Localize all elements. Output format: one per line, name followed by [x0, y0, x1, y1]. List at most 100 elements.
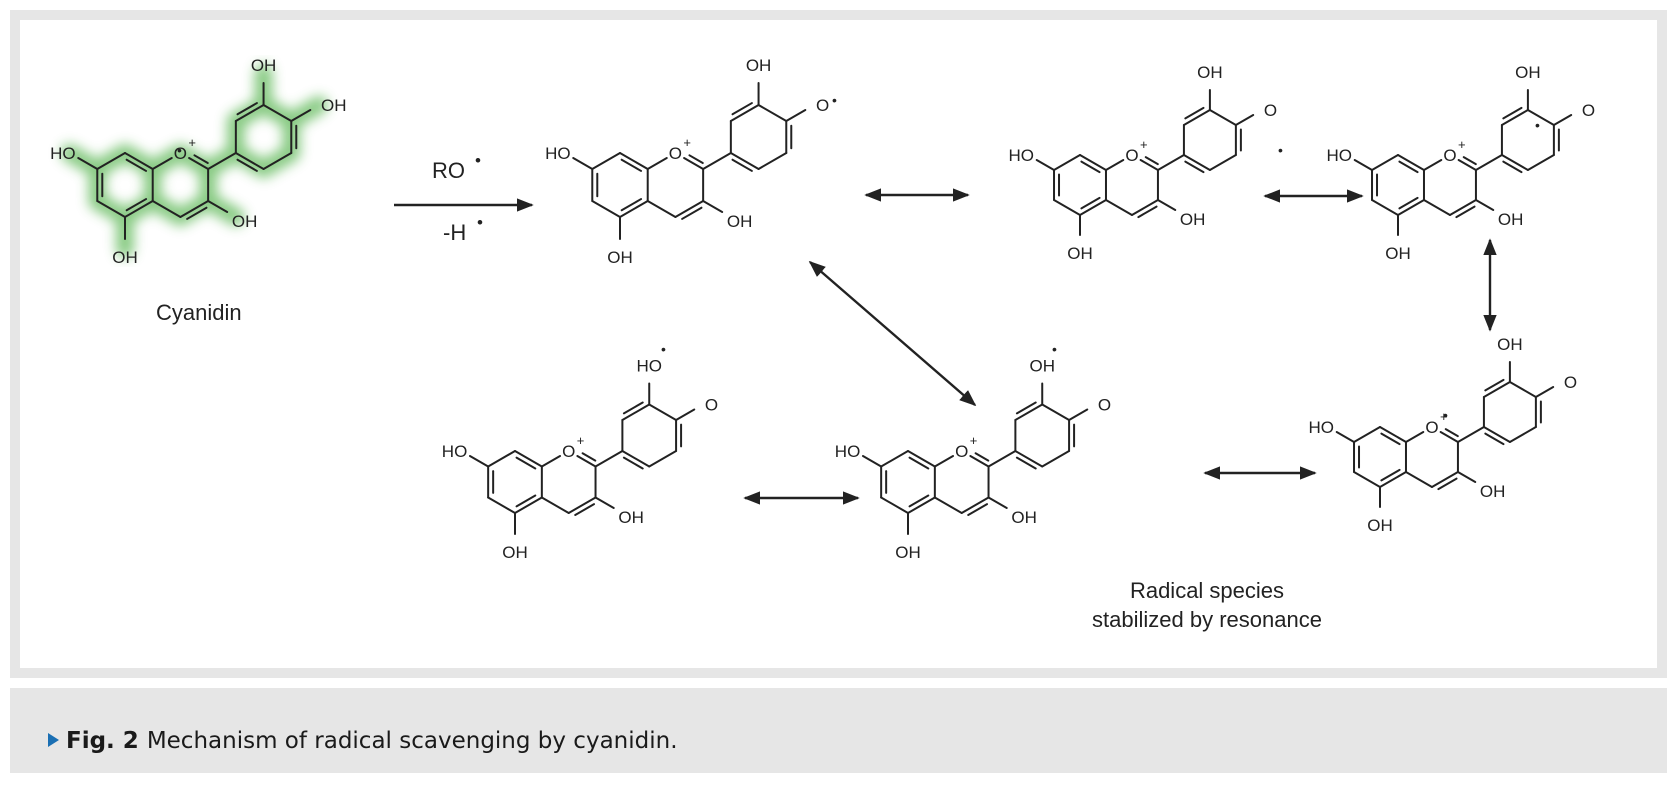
bond [1508, 426, 1537, 443]
bond [729, 152, 760, 170]
radical_1-b4-oxygen-label: O [816, 96, 829, 115]
bond [1053, 154, 1081, 171]
bond [1053, 199, 1081, 216]
bond [468, 455, 490, 468]
bond [594, 450, 624, 468]
bond [207, 152, 237, 170]
bond [1234, 114, 1255, 126]
bond [594, 496, 615, 509]
bond [1462, 156, 1477, 166]
bond [1456, 426, 1485, 443]
bond [1156, 154, 1185, 171]
bond [1139, 159, 1159, 171]
cyanidin-charge-plus: + [188, 135, 196, 150]
bond [234, 152, 265, 170]
resonance-label-line1: Radical species [1130, 578, 1284, 603]
bond [1484, 432, 1505, 446]
bond [620, 198, 643, 212]
bond [1380, 432, 1401, 446]
bond [1182, 109, 1211, 126]
bond [974, 452, 990, 462]
bond [622, 456, 644, 470]
radical_3-ring-oxygen-label: O [1443, 146, 1456, 165]
cyanidin-name: Cyanidin [156, 300, 242, 325]
bond [1130, 199, 1159, 216]
bond [1068, 408, 1089, 421]
bond [622, 401, 644, 415]
bond [880, 496, 909, 514]
radical_5-ring-oxygen-label: O [955, 442, 968, 461]
bond [1500, 154, 1529, 171]
cyanidin-oh-3-label: OH [232, 212, 258, 231]
byproduct-label: -H [443, 220, 466, 245]
radical_3-b3-oxygen-label: OH [1515, 63, 1541, 82]
bond [125, 198, 148, 212]
bond [1104, 199, 1133, 216]
bond [908, 456, 930, 470]
bond [1379, 471, 1407, 488]
bond [1482, 381, 1511, 398]
bond [1474, 199, 1495, 211]
bond [621, 403, 651, 421]
bond [236, 158, 258, 172]
radical_1-b3-oxygen-label: OH [746, 56, 772, 75]
radical_1-ring-oxygen-label: O [669, 144, 682, 163]
radical_5-radical-dot: • [1052, 341, 1057, 357]
bond [1502, 160, 1523, 174]
bond [1184, 106, 1205, 120]
bond [1457, 159, 1477, 171]
bond [619, 152, 649, 170]
bond [1371, 154, 1399, 171]
bond [591, 200, 621, 218]
bond [487, 450, 516, 468]
bond [1080, 160, 1101, 174]
cyanidin-radical-dot: • [177, 142, 182, 158]
bond [757, 104, 788, 122]
bond [907, 450, 936, 468]
radical_6-oh-5-label: OH [502, 543, 528, 562]
bond [1079, 199, 1107, 216]
radical_1-oh-3-label: OH [727, 212, 753, 231]
bond [124, 200, 154, 218]
bond [674, 200, 705, 218]
bond [1534, 386, 1555, 398]
radical_5-oh-5-label: OH [895, 543, 921, 562]
bond [908, 494, 930, 508]
bond [1353, 159, 1374, 171]
bond [907, 496, 936, 514]
bond [262, 152, 293, 170]
radical_4-radical-dot: • [1443, 407, 1448, 423]
bond [757, 152, 788, 170]
radical_2-ring-oxygen-label: O [1125, 146, 1138, 165]
bond [646, 200, 677, 218]
bond [96, 152, 126, 170]
bond [1014, 450, 1044, 468]
radical_3-ho-7-label: HO [1327, 146, 1353, 165]
bond [567, 496, 597, 514]
bond [1422, 159, 1443, 171]
bond [1437, 477, 1458, 491]
bond [193, 154, 209, 165]
radical_6-b4-oxygen-label: O [705, 396, 718, 415]
bond [1398, 160, 1419, 174]
bond [515, 494, 537, 508]
bond [96, 200, 126, 218]
bond [1508, 381, 1537, 398]
radical_3-oh-5-label: OH [1385, 244, 1411, 263]
bond [1208, 154, 1237, 171]
bond [1397, 154, 1425, 171]
radical_2-b3-oxygen-label: OH [1197, 63, 1223, 82]
bond [1448, 199, 1477, 216]
cyanidin-b4-oxygen-label: OH [321, 96, 347, 115]
bond [1144, 156, 1159, 166]
bond [785, 109, 807, 122]
bond [581, 452, 597, 462]
cyanidin-ho-7-label: HO [50, 144, 76, 163]
bond [487, 496, 516, 514]
bond [1335, 431, 1356, 443]
radical_5-b3-oxygen-label: OH [1029, 357, 1055, 376]
